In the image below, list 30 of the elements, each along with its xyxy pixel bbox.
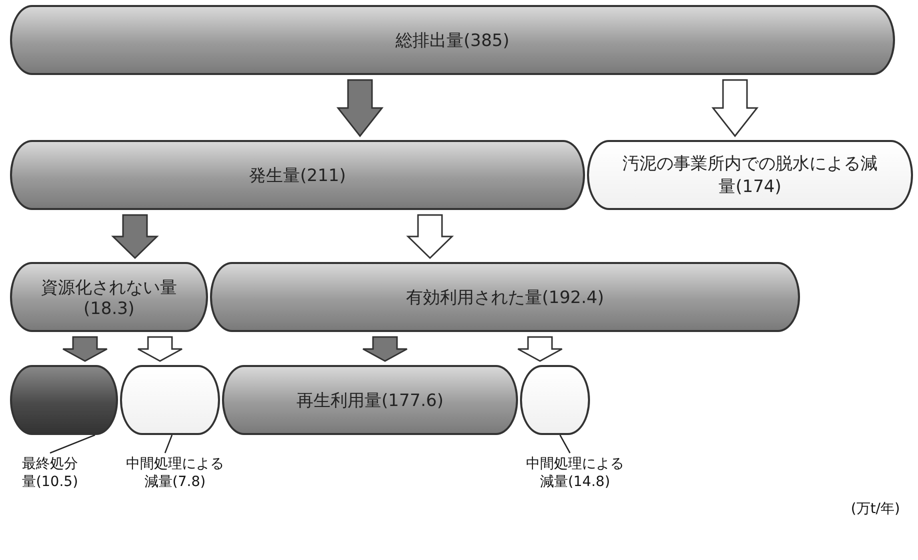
cylinder-segment: [587, 140, 913, 210]
block-arrow: [362, 336, 408, 362]
segment-label: 再生利用量(177.6): [296, 390, 444, 412]
cylinder-segment: [222, 365, 518, 435]
unit-note: (万t/年): [850, 500, 900, 518]
block-arrow: [111, 214, 159, 260]
callout-label: 中間処理による減量(14.8): [520, 455, 630, 491]
block-arrow: [711, 79, 759, 138]
callout-label: 最終処分量(10.5): [20, 455, 80, 491]
block-arrow: [517, 336, 563, 362]
cylinder-segment: [520, 365, 590, 435]
cylinder-segment: [10, 262, 208, 332]
leader-line: [50, 434, 96, 454]
cylinder-segment: [120, 365, 220, 435]
leader-line: [559, 434, 571, 454]
cylinder-segment: [10, 140, 585, 210]
leader-line: [164, 434, 173, 454]
cylinder-segment: [10, 365, 118, 435]
segment-label: 汚泥の事業所内での脱水による減量(174): [622, 153, 878, 198]
segment-label: 発生量(211): [248, 164, 347, 186]
block-arrow: [137, 336, 183, 362]
cylinder-segment: [210, 262, 800, 332]
block-arrow: [336, 79, 384, 138]
block-arrow: [62, 336, 108, 362]
cylinder-segment: [10, 5, 895, 75]
block-arrow: [406, 214, 454, 260]
segment-label: 総排出量(385): [394, 30, 510, 52]
segment-label: 有効利用された量(192.4): [405, 286, 605, 308]
callout-label: 中間処理による減量(7.8): [120, 455, 230, 491]
segment-label: 資源化されない量(18.3): [40, 276, 178, 318]
